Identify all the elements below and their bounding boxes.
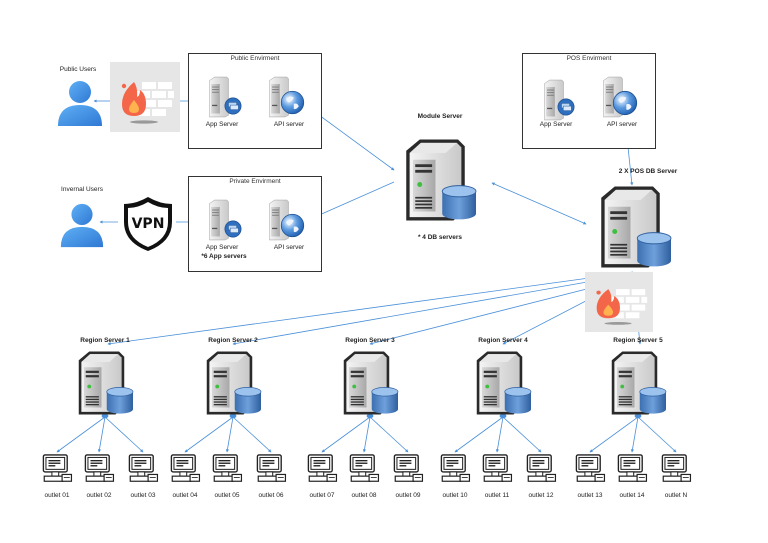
region-server-label: Region Server 4 (478, 337, 528, 344)
workstation-icon (659, 454, 693, 483)
outlet-label: outlet 12 (528, 492, 554, 499)
public-users-label: Public Users (59, 66, 97, 73)
outlet-label: outlet 02 (86, 492, 112, 499)
outlet-label: outlet 10 (442, 492, 468, 499)
globe-icon (280, 213, 305, 238)
link-region-outlet (56, 416, 106, 453)
pos-db-server-icon (590, 182, 680, 272)
app-badge-icon (224, 220, 242, 238)
region-server-icon (335, 348, 405, 418)
internal-users-label: Invernal Users (61, 186, 103, 193)
pos-app-server-label: App Server (539, 121, 573, 128)
link-module-private-api (307, 181, 395, 221)
region-server-icon (468, 348, 538, 418)
workstation-icon (391, 454, 425, 483)
workstation-icon (82, 454, 116, 483)
workstation-icon (480, 454, 514, 483)
workstation-icon (40, 454, 74, 483)
pos-api-server-label: API server (606, 121, 638, 128)
workstation-icon (615, 454, 649, 483)
workstation-icon (305, 454, 339, 483)
link-region-outlet (184, 416, 234, 453)
link-region-outlet (495, 416, 504, 453)
outlet-label: outlet 01 (44, 492, 70, 499)
workstation-icon (573, 454, 607, 483)
outlet-label: outlet 08 (351, 492, 377, 499)
module-server-note: * 4 DB servers (417, 234, 463, 241)
pos-firewall-icon (585, 272, 653, 332)
private-app-servers-note: *6 App servers (201, 253, 247, 260)
region-server-label: Region Server 3 (345, 337, 395, 344)
workstation-icon (126, 454, 160, 483)
outlet-label: outlet 04 (172, 492, 198, 499)
link-region-outlet (454, 416, 504, 453)
link-region-outlet (232, 416, 272, 453)
outlet-label: outlet 06 (258, 492, 284, 499)
outlet-label: outlet 13 (577, 492, 603, 499)
link-public-api-module (307, 106, 395, 171)
link-region-outlet (97, 416, 106, 453)
public-firewall-icon (110, 62, 180, 132)
outlet-label: outlet N (664, 492, 688, 499)
link-posdb-region1 (107, 271, 634, 346)
public-app-server-label: App Server (205, 121, 239, 128)
internal-user-icon (58, 201, 106, 249)
region-server-icon (70, 348, 140, 418)
outlet-label: outlet 14 (619, 492, 645, 499)
pos-db-server-title: 2 X POS DB Server (618, 168, 678, 175)
outlet-label: outlet 09 (395, 492, 421, 499)
public-user-icon (55, 78, 105, 128)
link-module-posdb (491, 182, 587, 225)
region-server-label: Region Server 5 (613, 337, 663, 344)
link-region-outlet (630, 416, 639, 453)
globe-icon (280, 90, 305, 115)
outlet-label: outlet 11 (484, 492, 510, 499)
workstation-icon (524, 454, 558, 483)
link-region-outlet (369, 416, 409, 453)
app-badge-icon (557, 98, 575, 116)
workstation-icon (168, 454, 202, 483)
pos-environment-title: POS Envirment (566, 55, 612, 62)
outlet-label: outlet 03 (130, 492, 156, 499)
link-region-outlet (321, 416, 371, 453)
module-server-title: Module Server (417, 113, 463, 120)
vpn-shield-icon (118, 194, 178, 254)
link-region-outlet (104, 416, 144, 453)
region-server-icon (603, 348, 673, 418)
link-region-outlet (502, 416, 542, 453)
module-server-icon (395, 135, 485, 225)
public-api-server-label: API server (273, 121, 305, 128)
workstation-icon (438, 454, 472, 483)
private-environment-title: Private Envirment (229, 178, 281, 185)
outlet-label: outlet 07 (309, 492, 335, 499)
private-app-server-label: App Server (205, 244, 239, 251)
region-server-label: Region Server 2 (208, 337, 258, 344)
region-server-icon (198, 348, 268, 418)
link-region-outlet (362, 416, 371, 453)
workstation-icon (347, 454, 381, 483)
globe-icon (612, 90, 638, 116)
workstation-icon (254, 454, 288, 483)
link-region-outlet (589, 416, 639, 453)
link-posdb-region2 (232, 273, 634, 346)
private-api-server-label: API server (273, 244, 305, 251)
app-badge-icon (224, 97, 242, 115)
link-region-outlet (225, 416, 234, 453)
public-environment-title: Public Envirment (230, 55, 280, 62)
link-region-outlet (637, 416, 677, 453)
workstation-icon (210, 454, 244, 483)
region-server-label: Region Server 1 (80, 337, 130, 344)
outlet-label: outlet 05 (214, 492, 240, 499)
